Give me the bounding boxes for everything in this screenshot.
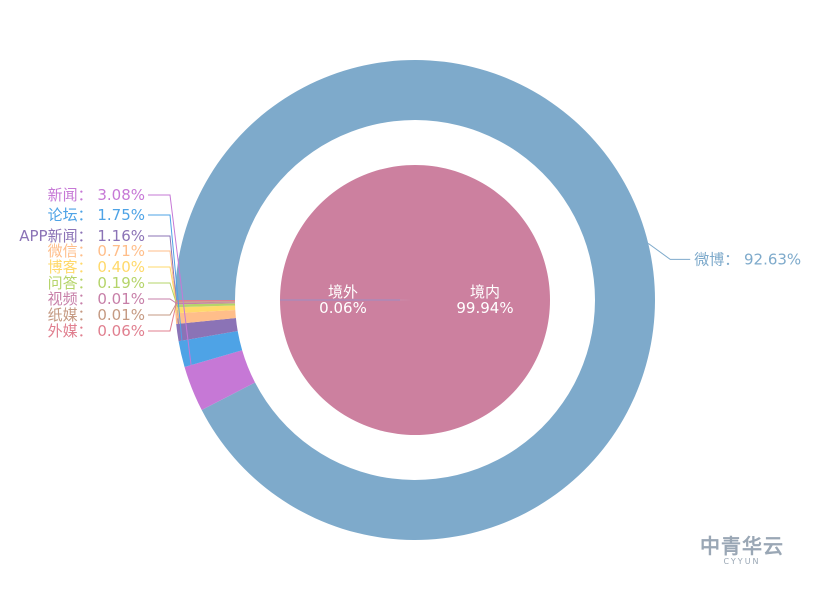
outer-label-1: 新闻： 3.08% bbox=[48, 186, 145, 204]
outer-label-leader-5 bbox=[148, 266, 178, 311]
outer-label-leader-0 bbox=[647, 242, 691, 260]
inner-pie-label-value-1: 0.06% bbox=[319, 299, 367, 317]
outer-ring-slice-7 bbox=[175, 302, 236, 305]
outer-label-3: APP新闻： 1.16% bbox=[19, 227, 145, 245]
brand-logo: 中青华云 CYYUN bbox=[700, 530, 784, 566]
outer-label-2: 论坛： 1.75% bbox=[48, 206, 145, 224]
inner-pie-label-name-1: 境外 bbox=[328, 283, 358, 301]
outer-ring-slice-2 bbox=[178, 330, 243, 367]
outer-label-leader-6 bbox=[148, 282, 178, 306]
outer-ring-slice-8 bbox=[175, 301, 236, 303]
outer-label-leader-2 bbox=[148, 214, 184, 354]
outer-label-6: 问答： 0.19% bbox=[48, 274, 145, 292]
outer-ring-slice-9 bbox=[175, 300, 236, 302]
outer-label-leader-3 bbox=[148, 235, 180, 333]
outer-label-leader-7 bbox=[148, 298, 178, 305]
outer-label-4: 微信： 0.71% bbox=[48, 242, 145, 260]
outer-label-9: 外媒： 0.06% bbox=[48, 322, 145, 340]
outer-label-5: 博客： 0.40% bbox=[48, 258, 145, 276]
outer-ring-slice-5 bbox=[175, 305, 236, 314]
outer-label-leader-1 bbox=[148, 194, 195, 389]
inner-pie-label-name-0: 境内 bbox=[470, 283, 500, 301]
outer-ring-slice-4 bbox=[175, 309, 236, 324]
outer-ring-slice-1 bbox=[184, 350, 256, 411]
inner-pie-label-value-0: 99.94% bbox=[456, 299, 513, 317]
outer-label-0: 微博： 92.63% bbox=[694, 250, 801, 268]
outer-label-leader-8 bbox=[148, 301, 178, 316]
outer-ring-slice-6 bbox=[175, 303, 236, 308]
brand-logo-mark: 中青华云 bbox=[700, 534, 784, 558]
outer-label-leader-9 bbox=[148, 300, 178, 332]
outer-label-7: 视频： 0.01% bbox=[48, 290, 145, 308]
outer-ring-slice-3 bbox=[176, 317, 238, 342]
inner-pie-slice-0 bbox=[280, 165, 550, 436]
outer-label-8: 纸媒： 0.01% bbox=[48, 306, 145, 324]
brand-logo-sub: CYYUN bbox=[723, 557, 761, 566]
